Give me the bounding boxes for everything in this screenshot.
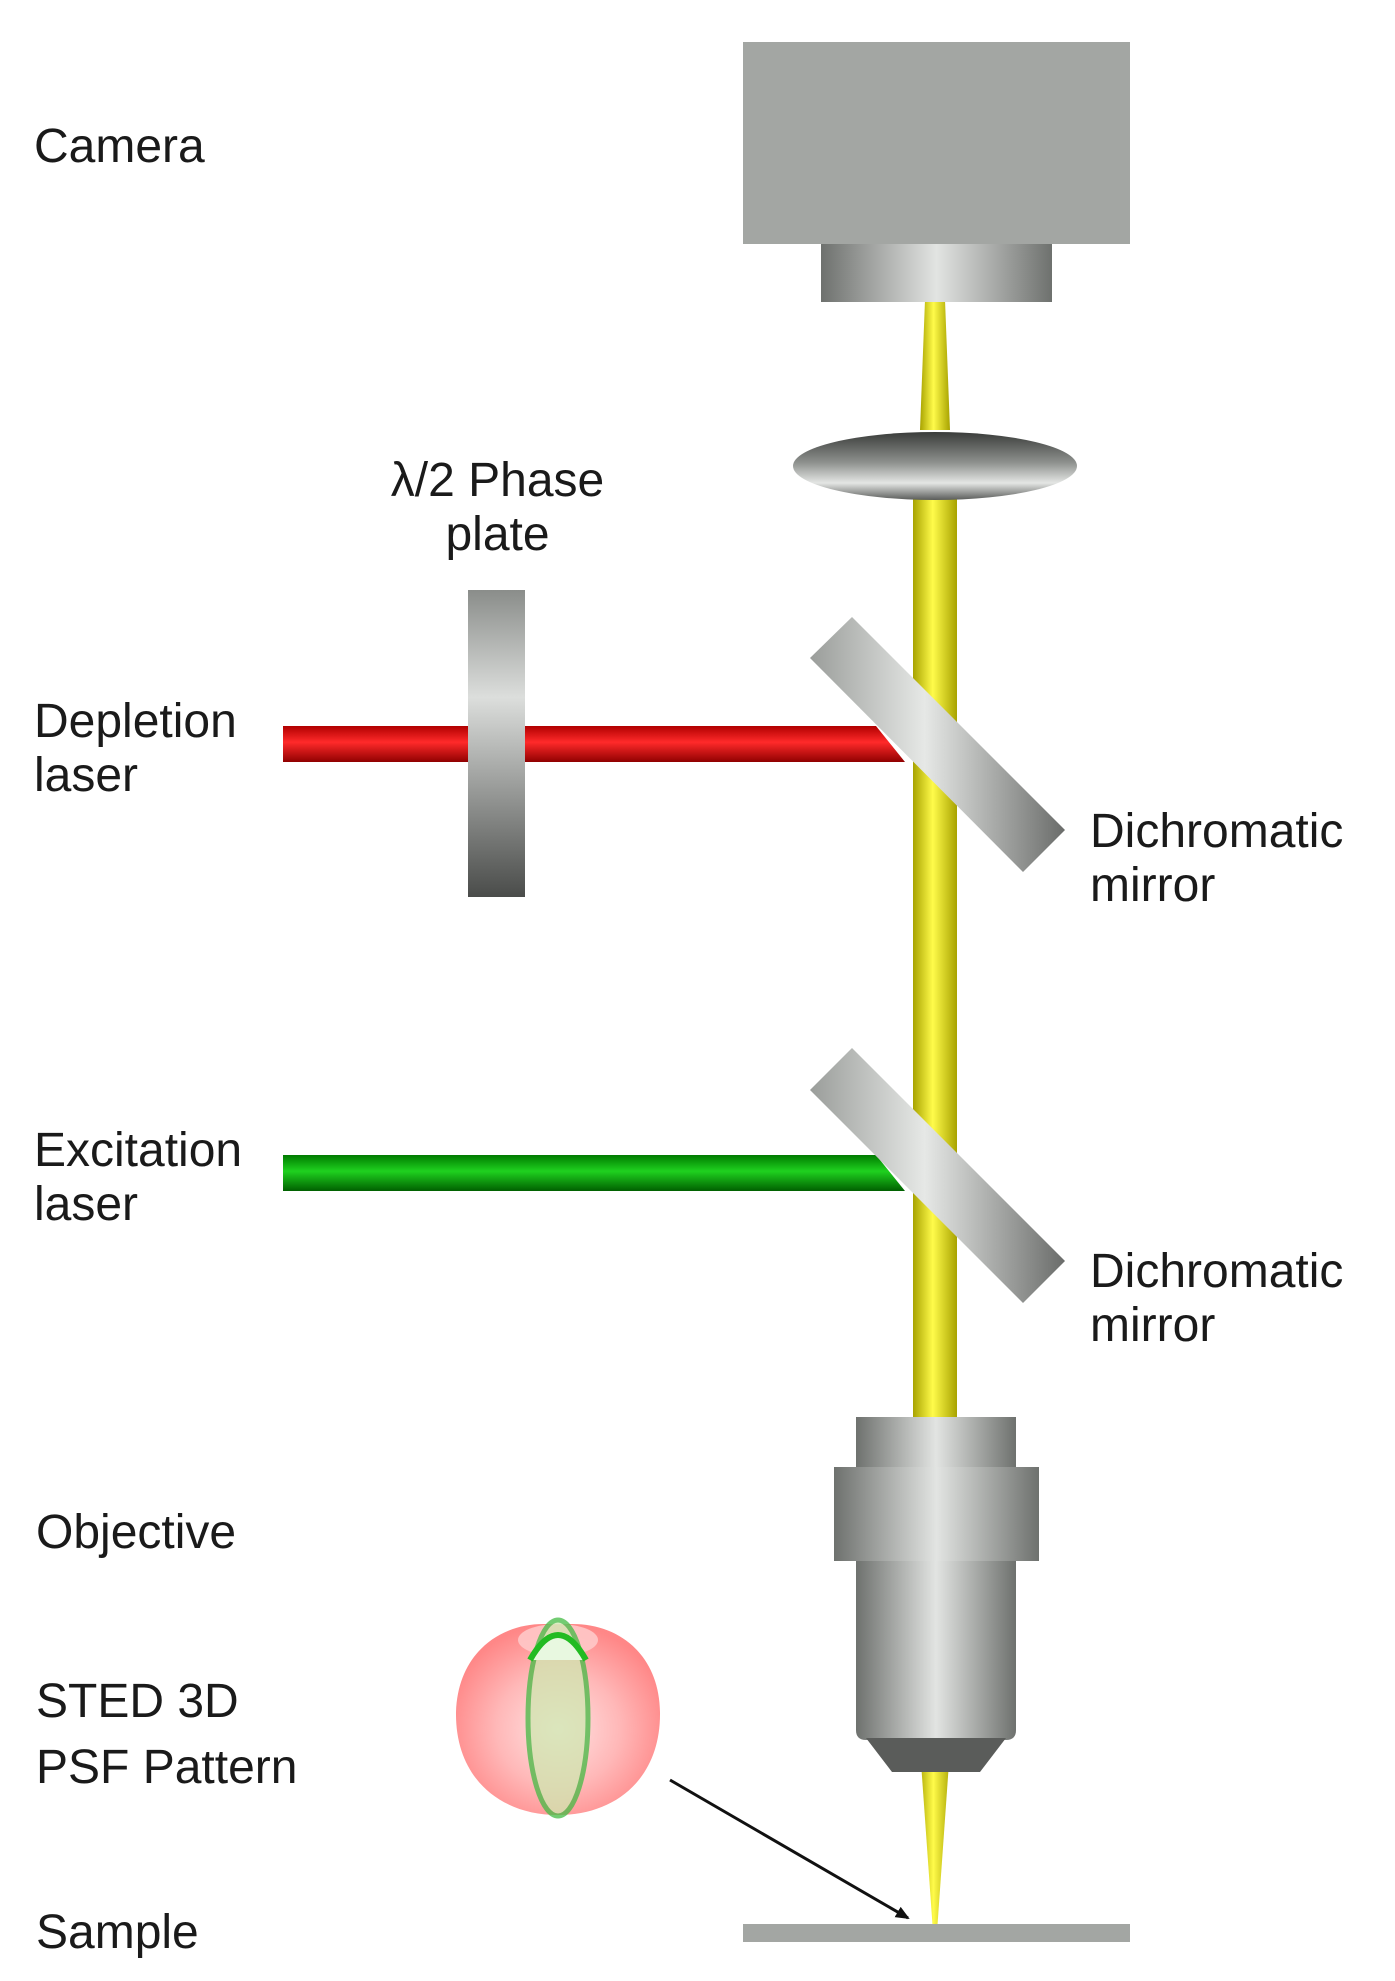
camera-label: Camera	[34, 120, 205, 173]
depletion-laser-beam	[283, 726, 905, 762]
psf-pattern-label: STED 3D PSF Pattern	[36, 1669, 297, 1801]
dichromatic-mirror-2-label: Dichromatic mirror	[1090, 1245, 1343, 1353]
depletion-laser-label-line1: Depletion	[34, 695, 237, 748]
depletion-laser-label-line2: laser	[34, 749, 139, 802]
camera-body	[743, 42, 1130, 244]
excitation-laser-label-line2: laser	[34, 1178, 139, 1231]
phase-plate-label: λ/2 Phase plate	[370, 454, 625, 562]
camera	[743, 42, 1130, 302]
objective	[834, 1417, 1039, 1772]
dichromatic-mirror-2	[810, 1048, 1065, 1303]
objective-barrel	[856, 1561, 1016, 1740]
sample-label: Sample	[36, 1906, 199, 1959]
depletion-laser-label: Depletion laser	[34, 695, 237, 803]
phase-plate-label-line2: plate	[445, 508, 550, 561]
dichromatic-mirror-2-label-line2: mirror	[1090, 1299, 1216, 1352]
objective-collar	[834, 1467, 1039, 1561]
excitation-laser-beam	[283, 1155, 905, 1191]
psf-pattern	[455, 1617, 661, 1819]
sample-slide	[743, 1924, 1130, 1942]
dichromatic-mirror-1-label-line2: mirror	[1090, 859, 1216, 912]
tube-lens	[793, 432, 1077, 500]
dichromatic-mirror-2-label-line1: Dichromatic	[1090, 1245, 1344, 1298]
dichromatic-mirror-1-label-line1: Dichromatic	[1090, 805, 1344, 858]
excitation-laser-label: Excitation laser	[34, 1124, 242, 1232]
phase-plate	[468, 590, 525, 897]
psf-pointer-arrow	[669, 1778, 910, 1920]
dichromatic-mirror-1-label: Dichromatic mirror	[1090, 805, 1343, 913]
dichromatic-mirror-1	[810, 617, 1065, 872]
psf-pattern-label-line2: PSF Pattern	[36, 1741, 298, 1794]
objective-top	[856, 1417, 1016, 1467]
psf-pattern-label-line1: STED 3D	[36, 1675, 239, 1728]
excitation-laser-label-line1: Excitation	[34, 1124, 243, 1177]
objective-tip	[866, 1738, 1006, 1772]
psf-excitation-spot	[525, 1617, 591, 1819]
phase-plate-label-line1: λ/2 Phase	[390, 454, 605, 507]
objective-label: Objective	[36, 1506, 237, 1559]
camera-mount	[821, 244, 1052, 302]
emission-beam	[913, 300, 957, 1932]
